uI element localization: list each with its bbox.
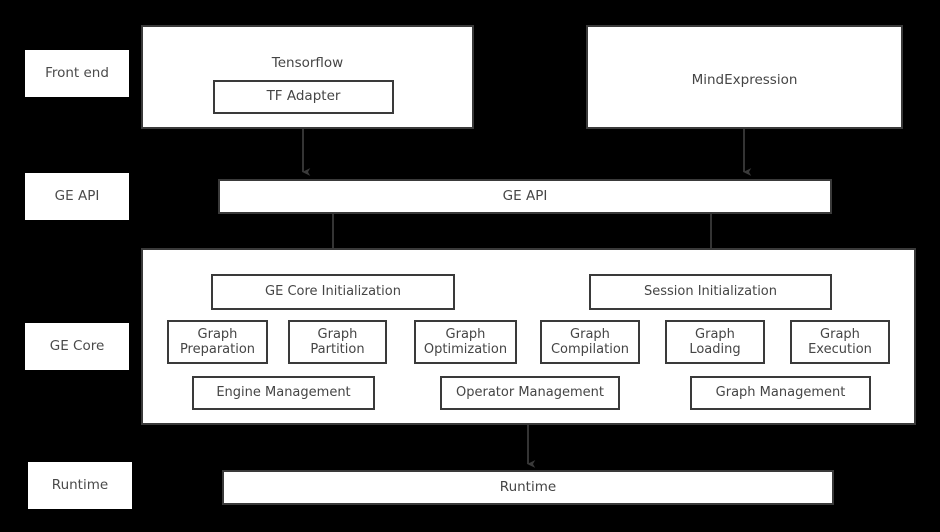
graph-optimization-box[interactable]: Graph Optimization — [414, 320, 517, 364]
engine-management-box[interactable]: Engine Management — [192, 376, 375, 410]
stage-label-ge-core: GE Core — [25, 323, 129, 370]
stage-label-runtime: Runtime — [28, 462, 132, 509]
graph-preparation-box[interactable]: Graph Preparation — [167, 320, 268, 364]
mindexpression-container — [586, 25, 903, 129]
graph-partition-box[interactable]: Graph Partition — [288, 320, 387, 364]
tensorflow-title: Tensorflow — [271, 55, 344, 71]
ge-api-box[interactable]: GE API — [218, 179, 832, 214]
operator-management-box[interactable]: Operator Management — [440, 376, 620, 410]
mindexpression-title: MindExpression — [691, 72, 798, 88]
graph-compilation-box[interactable]: Graph Compilation — [540, 320, 640, 364]
tf-adapter-box[interactable]: TF Adapter — [213, 80, 394, 114]
stage-label-ge-api: GE API — [25, 173, 129, 220]
graph-management-box[interactable]: Graph Management — [690, 376, 871, 410]
stage-label-front-end: Front end — [25, 50, 129, 97]
session-initialization-box[interactable]: Session Initialization — [589, 274, 832, 310]
runtime-box[interactable]: Runtime — [222, 470, 834, 505]
graph-execution-box[interactable]: Graph Execution — [790, 320, 890, 364]
ge-core-initialization-box[interactable]: GE Core Initialization — [211, 274, 455, 310]
graph-loading-box[interactable]: Graph Loading — [665, 320, 765, 364]
